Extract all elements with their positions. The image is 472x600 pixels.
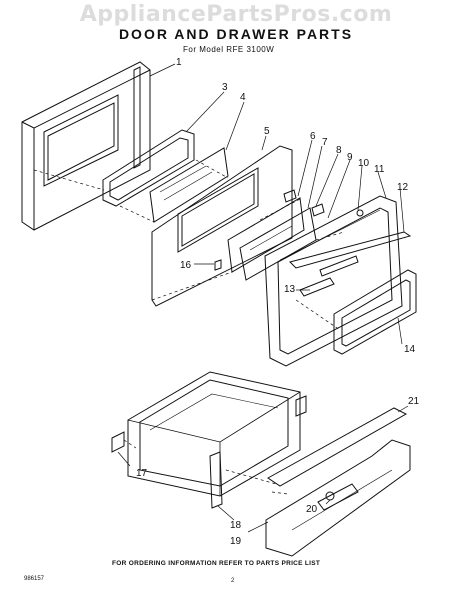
part-4-glass [149,147,229,223]
part-1-outer-door-panel [21,61,151,231]
callout-leaders [117,63,409,533]
document-code: 986157 [24,576,45,582]
callout-11: 11 [374,164,385,175]
callout-3: 3 [222,82,228,93]
callout-19: 19 [230,536,242,547]
callout-6: 6 [310,131,316,142]
callout-16: 16 [180,260,192,271]
callout-17: 17 [136,468,148,479]
part-11-inner-door-frame [264,195,403,367]
callout-8: 8 [336,145,342,156]
callout-13: 13 [284,284,296,295]
callout-20: 20 [306,504,318,515]
page-number: 2 [231,578,235,584]
callout-10: 10 [358,158,370,169]
callout-18: 18 [230,520,242,531]
part-14-door-gasket [333,269,417,355]
callout-5: 5 [264,126,270,137]
part-12-handle-strip [289,231,412,269]
assembly-dashed-lines [33,159,345,495]
part-3-window-gasket [102,129,195,207]
callout-1: 1 [176,57,182,68]
part-13-hinge [299,255,359,297]
model-subtitle: For Model RFE 3100W [183,45,275,54]
callout-numbers: 1 3 4 5 6 7 8 9 10 11 12 13 14 16 17 18 … [136,57,420,547]
callout-12: 12 [397,182,409,193]
watermark: AppliancePartsPros.com [79,2,393,27]
callout-9: 9 [347,152,353,163]
drawer-body [127,371,301,497]
drawer-slides [111,395,307,509]
part-6-9-glass-assembly [227,189,325,281]
callout-7: 7 [322,137,328,148]
callout-4: 4 [240,92,246,103]
part-16-clip [214,259,222,271]
page-title: DOOR AND DRAWER PARTS [118,26,354,42]
drawer-front-panel [265,439,411,557]
drawer-trim-strip [267,407,408,487]
callout-14: 14 [404,344,416,355]
ordering-note: FOR ORDERING INFORMATION REFER TO PARTS … [112,560,321,567]
part-5-inner-door-liner [151,145,293,307]
callout-21: 21 [408,396,420,407]
